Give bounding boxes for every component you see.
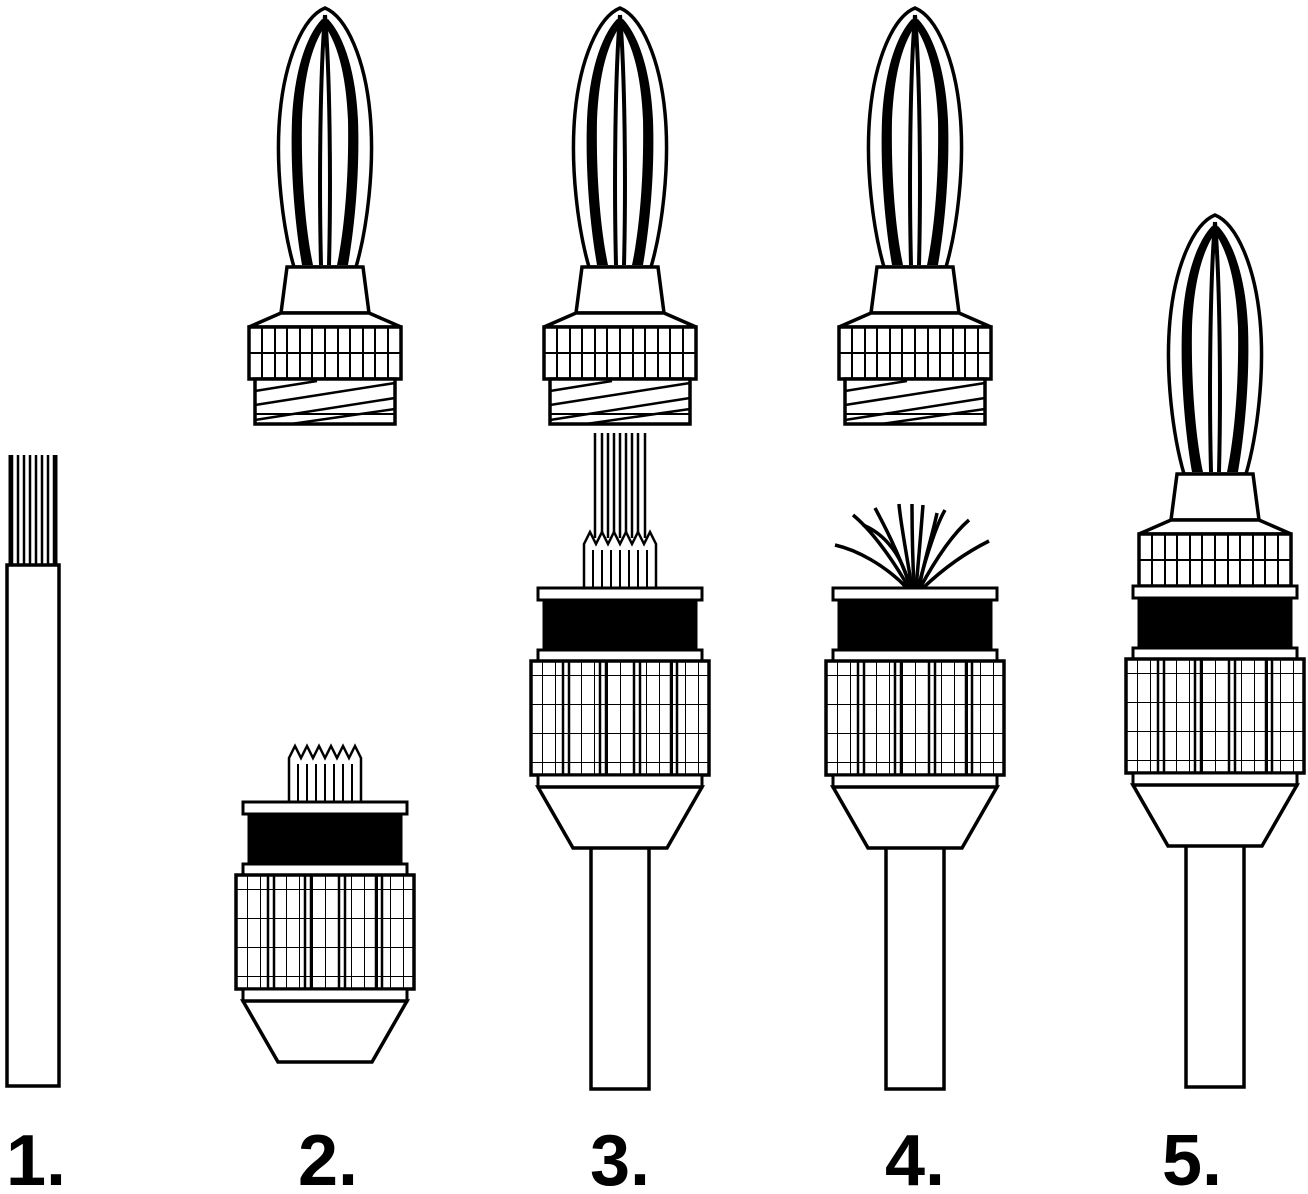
splayed-strands bbox=[834, 503, 990, 590]
threaded-stud bbox=[548, 377, 692, 426]
step-label-4: 4. bbox=[885, 1121, 945, 1194]
connector-barrel bbox=[1124, 584, 1306, 848]
wire-insulation bbox=[5, 563, 61, 1088]
step-label-1: 1. bbox=[6, 1121, 66, 1194]
connector-barrel bbox=[824, 586, 1006, 850]
step-label-3: 3. bbox=[590, 1121, 650, 1194]
step-4-strands-splayed bbox=[824, 6, 1006, 1091]
connector-barrel bbox=[529, 586, 711, 850]
bare-strands bbox=[593, 431, 647, 540]
strand-edges bbox=[8, 455, 58, 566]
step-1-stripped-wire bbox=[5, 455, 61, 1088]
connector-barrel bbox=[234, 800, 416, 1064]
wire-stem bbox=[1184, 842, 1246, 1089]
threaded-stud bbox=[253, 377, 397, 426]
step-label-5: 5. bbox=[1162, 1121, 1222, 1194]
wire-stem bbox=[589, 844, 651, 1091]
step-label-2: 2. bbox=[298, 1121, 358, 1194]
bare-strands bbox=[10, 455, 56, 566]
wire-stem bbox=[884, 844, 946, 1091]
threaded-stud bbox=[843, 377, 987, 426]
